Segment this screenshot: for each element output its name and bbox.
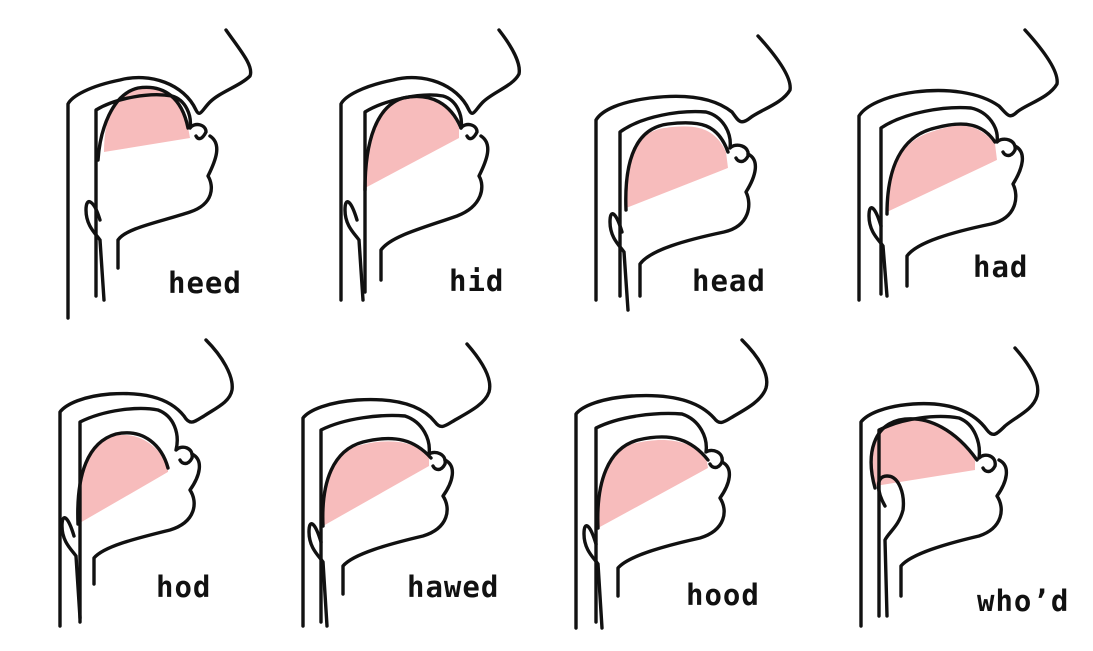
jaw-outline xyxy=(899,458,1008,598)
palate-outline xyxy=(94,93,208,298)
tongue-outline xyxy=(624,120,730,212)
tongue-outline xyxy=(869,417,979,490)
vocal-tract-outline xyxy=(594,34,792,302)
mouth-lower-area xyxy=(365,140,485,220)
larynx-outline xyxy=(582,524,604,630)
tongue-outline xyxy=(321,436,433,528)
larynx-outline xyxy=(867,206,889,298)
vowel-word-label: hawed xyxy=(407,570,500,604)
vocal-tract-outline xyxy=(66,28,253,320)
vocal-tract-outline xyxy=(339,28,521,302)
mouth-lower-area xyxy=(877,470,1003,552)
tongue-shading xyxy=(598,440,708,528)
palate-outline xyxy=(877,414,997,618)
larynx-outline xyxy=(84,200,106,302)
tongue-shading xyxy=(323,441,429,526)
tongue-outline xyxy=(596,435,710,530)
vocal-tract-outline xyxy=(301,342,492,628)
vocal-tract-illustration xyxy=(594,34,792,312)
vowel-word-label: hood xyxy=(686,578,760,612)
jaw-outline xyxy=(638,152,757,298)
jaw-outline xyxy=(379,134,490,282)
vowel-panel-hood: hood xyxy=(546,326,819,651)
mouth-lower-area xyxy=(100,140,212,220)
palate-outline xyxy=(78,406,194,624)
vocal-tract-illustration xyxy=(58,338,234,628)
tongue-shading xyxy=(871,419,975,486)
palate-outline xyxy=(319,413,447,624)
larynx-outline xyxy=(60,516,82,620)
vowel-panel-hod: hod xyxy=(0,326,273,651)
vocal-tract-illustration xyxy=(339,28,521,302)
vocal-tract-outline xyxy=(574,338,769,630)
vowel-panel-had: had xyxy=(819,0,1092,325)
mouth-lower-area xyxy=(323,466,461,550)
tongue-outline xyxy=(885,122,997,216)
vowel-panel-head: head xyxy=(546,0,819,325)
larynx-outline xyxy=(876,474,906,618)
vocal-tract-outline xyxy=(857,28,1059,302)
jaw-outline xyxy=(92,452,201,586)
vowel-word-label: hod xyxy=(156,570,212,604)
tongue-shading xyxy=(78,434,168,524)
vowel-word-label: hid xyxy=(449,264,505,298)
larynx-outline xyxy=(608,212,630,312)
mouth-lower-area xyxy=(889,160,1025,240)
vowel-word-label: who’d xyxy=(977,584,1070,618)
jaw-outline xyxy=(116,134,219,270)
mouth-lower-area xyxy=(628,168,752,250)
vowel-panel-whod: who’d xyxy=(819,326,1092,651)
vocal-tract-illustration xyxy=(66,28,253,320)
tongue-outline xyxy=(76,431,170,526)
mouth-lower-area xyxy=(78,472,196,554)
tongue-shading xyxy=(365,95,459,188)
tongue-shading xyxy=(626,126,728,208)
jaw-outline xyxy=(341,458,454,596)
vocal-tract-illustration xyxy=(301,342,492,628)
vowel-word-label: heed xyxy=(168,266,242,300)
mouth-lower-area xyxy=(598,468,738,552)
larynx-outline xyxy=(343,200,365,302)
jaw-outline xyxy=(905,144,1024,288)
tongue-shading xyxy=(104,86,190,152)
palate-outline xyxy=(879,105,1017,296)
vocal-tract-illustration xyxy=(859,346,1040,628)
palate-outline xyxy=(594,411,724,624)
vowel-word-label: head xyxy=(692,264,766,298)
vocal-tract-illustration xyxy=(574,338,769,630)
tongue-shading xyxy=(887,125,997,212)
vocal-tract-outline xyxy=(58,338,234,628)
tongue-outline xyxy=(96,85,190,162)
vocal-tract-outline xyxy=(859,346,1040,628)
jaw-outline xyxy=(616,460,731,598)
palate-outline xyxy=(618,109,750,298)
tongue-outline xyxy=(363,94,463,192)
vowel-panel-hid: hid xyxy=(273,0,546,325)
vowel-word-label: had xyxy=(973,250,1029,284)
larynx-outline xyxy=(307,522,329,628)
vowel-panel-hawed: hawed xyxy=(273,326,546,651)
vowel-panel-heed: heed xyxy=(0,0,273,325)
vocal-tract-illustration xyxy=(857,28,1059,302)
